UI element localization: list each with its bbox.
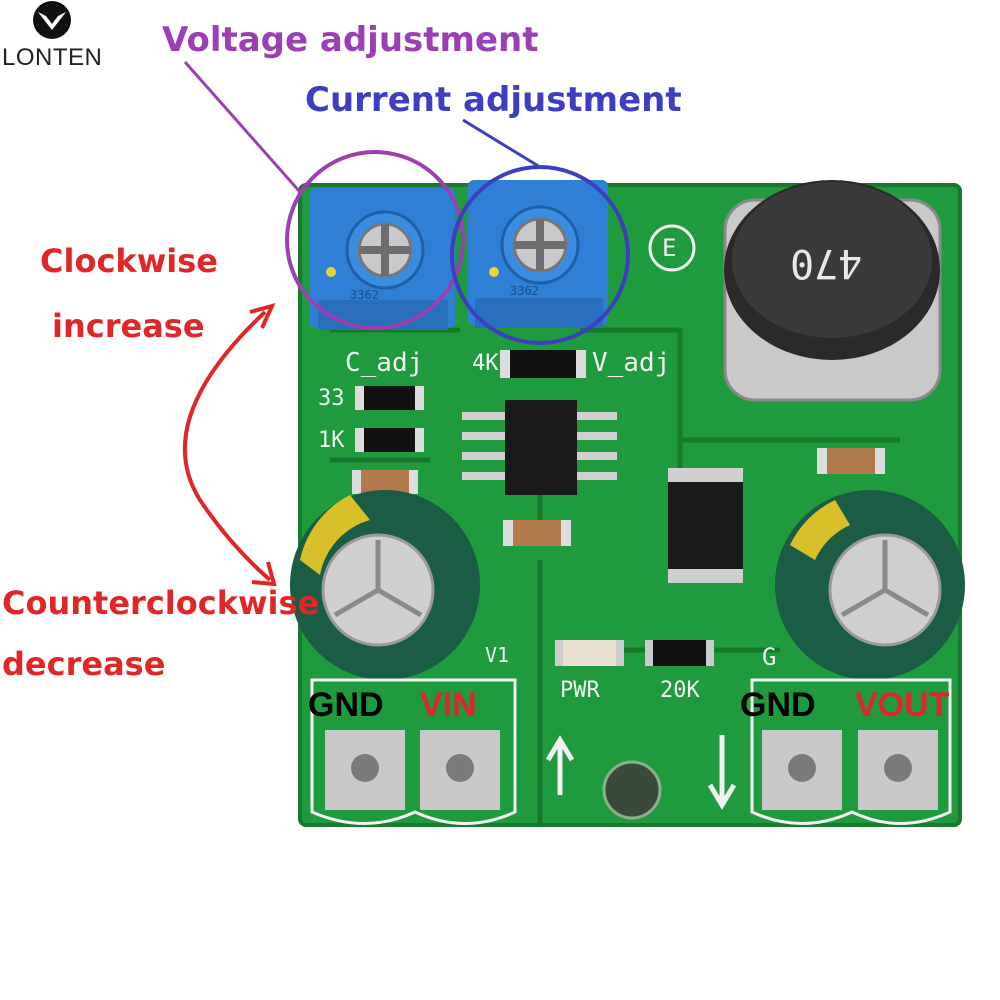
trimmer-code-left: 3362 bbox=[350, 288, 379, 302]
diode bbox=[668, 468, 743, 583]
vout-label: VOUT bbox=[855, 686, 950, 724]
silk-e-mark: E bbox=[662, 234, 677, 262]
brand-logo-icon bbox=[30, 0, 74, 40]
capacitor-left bbox=[290, 490, 480, 680]
silk-4k: 4K bbox=[472, 351, 499, 376]
rotation-arrow bbox=[182, 310, 272, 582]
silk-1k: 1K bbox=[318, 428, 345, 453]
silk-g: G bbox=[762, 643, 777, 671]
silk-v-adj: V_adj bbox=[592, 348, 671, 378]
current-adjustment-label: Current adjustment bbox=[305, 80, 682, 120]
trimmer-current-adj bbox=[310, 188, 455, 330]
counterclockwise-label: Counterclockwise bbox=[2, 584, 320, 622]
capacitor-right bbox=[775, 490, 965, 680]
vin-label: VIN bbox=[420, 686, 477, 724]
gnd-out-label: GND bbox=[740, 686, 816, 724]
ic-chip bbox=[462, 400, 617, 495]
trimmer-voltage-adj bbox=[468, 180, 608, 328]
gnd-in-label: GND bbox=[308, 686, 384, 724]
voltage-adjustment-circle bbox=[285, 150, 465, 330]
silk-33: 33 bbox=[318, 386, 345, 411]
silk-c-adj: C_adj bbox=[345, 348, 424, 378]
terminal-pads bbox=[325, 730, 938, 810]
trimmer-code-right: 3362 bbox=[510, 284, 539, 298]
brand-name: LONTEN bbox=[2, 44, 103, 71]
silk-v1: V1 bbox=[485, 643, 510, 667]
silk-pwr: PWR bbox=[560, 678, 600, 703]
silk-20k: 20K bbox=[660, 678, 700, 703]
decrease-label: decrease bbox=[2, 645, 166, 683]
inductor bbox=[723, 180, 942, 402]
inductor-marking: 470 bbox=[790, 240, 863, 286]
increase-label: increase bbox=[52, 307, 205, 345]
voltage-adjustment-label: Voltage adjustment bbox=[162, 20, 539, 60]
clockwise-label: Clockwise bbox=[40, 242, 218, 280]
